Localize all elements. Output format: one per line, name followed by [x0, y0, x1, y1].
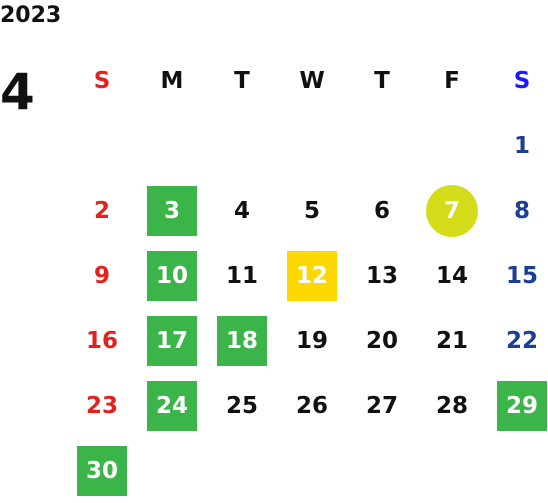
day-cell[interactable]: 19: [277, 308, 347, 373]
day-number: 8: [513, 197, 530, 224]
day-cell[interactable]: 17: [137, 308, 207, 373]
day-number: 7: [426, 184, 478, 237]
day-number: 9: [93, 262, 110, 289]
weekday-fri: F: [444, 67, 460, 94]
day-cell[interactable]: 23: [67, 373, 137, 438]
empty-cell: [417, 113, 487, 178]
empty-cell: [137, 113, 207, 178]
day-number: 17: [147, 315, 197, 366]
day-cell[interactable]: 8: [487, 178, 548, 243]
day-number: 1: [513, 132, 530, 159]
week-row: 30: [67, 438, 548, 503]
day-number: 20: [365, 327, 398, 354]
day-cell[interactable]: 29: [487, 373, 548, 438]
day-number: 6: [373, 197, 390, 224]
day-cell[interactable]: 2: [67, 178, 137, 243]
empty-cell: [67, 113, 137, 178]
day-number: 10: [147, 250, 197, 301]
week-row: 9 10 11 12 13 14 15: [67, 243, 548, 308]
week-row: 1: [67, 113, 548, 178]
day-cell[interactable]: 18: [207, 308, 277, 373]
day-number: 14: [435, 262, 468, 289]
day-number: 26: [295, 392, 328, 419]
empty-cell: [347, 438, 417, 503]
day-number: 3: [147, 185, 197, 236]
day-cell[interactable]: 4: [207, 178, 277, 243]
day-number: 18: [217, 315, 267, 366]
day-cell[interactable]: 27: [347, 373, 417, 438]
day-cell[interactable]: 1: [487, 113, 548, 178]
empty-cell: [207, 113, 277, 178]
weekday-tue: T: [234, 67, 250, 94]
weekday-sun: S: [93, 67, 111, 94]
day-cell[interactable]: 24: [137, 373, 207, 438]
day-cell[interactable]: 11: [207, 243, 277, 308]
empty-cell: [137, 438, 207, 503]
week-row: 23 24 25 26 27 28 29: [67, 373, 548, 438]
weekday-header: S M T W T F S: [67, 48, 548, 113]
day-number: 30: [77, 445, 127, 496]
day-number: 15: [505, 262, 538, 289]
empty-cell: [277, 113, 347, 178]
day-number: 29: [497, 380, 547, 431]
day-cell[interactable]: 20: [347, 308, 417, 373]
day-cell[interactable]: 5: [277, 178, 347, 243]
weekday-thu: T: [374, 67, 390, 94]
weekday-wed: W: [299, 67, 325, 94]
day-cell[interactable]: 9: [67, 243, 137, 308]
day-cell[interactable]: 3: [137, 178, 207, 243]
day-cell[interactable]: 13: [347, 243, 417, 308]
weekday-mon: M: [160, 67, 184, 94]
day-number: 12: [287, 250, 337, 301]
day-number: 23: [85, 392, 118, 419]
day-number: 21: [435, 327, 468, 354]
day-cell[interactable]: 10: [137, 243, 207, 308]
day-number: 27: [365, 392, 398, 419]
day-cell[interactable]: 7: [417, 178, 487, 243]
week-row: 2 3 4 5 6 7 8: [67, 178, 548, 243]
day-cell[interactable]: 21: [417, 308, 487, 373]
day-number: 24: [147, 380, 197, 431]
week-row: 16 17 18 19 20 21 22: [67, 308, 548, 373]
day-number: 16: [85, 327, 118, 354]
day-cell[interactable]: 14: [417, 243, 487, 308]
day-number: 28: [435, 392, 468, 419]
day-number: 11: [225, 262, 258, 289]
day-number: 5: [303, 197, 320, 224]
day-number: 25: [225, 392, 258, 419]
day-number: 13: [365, 262, 398, 289]
year-label: 2023: [0, 3, 62, 28]
empty-cell: [417, 438, 487, 503]
day-cell[interactable]: 16: [67, 308, 137, 373]
day-number: 19: [295, 327, 328, 354]
day-cell[interactable]: 30: [67, 438, 137, 503]
month-label: 4: [0, 63, 35, 121]
empty-cell: [487, 438, 548, 503]
weekday-sat: S: [513, 67, 531, 94]
empty-cell: [277, 438, 347, 503]
day-cell[interactable]: 6: [347, 178, 417, 243]
day-cell[interactable]: 25: [207, 373, 277, 438]
day-number: 2: [93, 197, 110, 224]
day-cell[interactable]: 12: [277, 243, 347, 308]
day-cell[interactable]: 28: [417, 373, 487, 438]
empty-cell: [207, 438, 277, 503]
day-number: 22: [505, 327, 538, 354]
day-number: 4: [233, 197, 250, 224]
empty-cell: [347, 113, 417, 178]
day-cell[interactable]: 15: [487, 243, 548, 308]
day-cell[interactable]: 26: [277, 373, 347, 438]
day-cell[interactable]: 22: [487, 308, 548, 373]
